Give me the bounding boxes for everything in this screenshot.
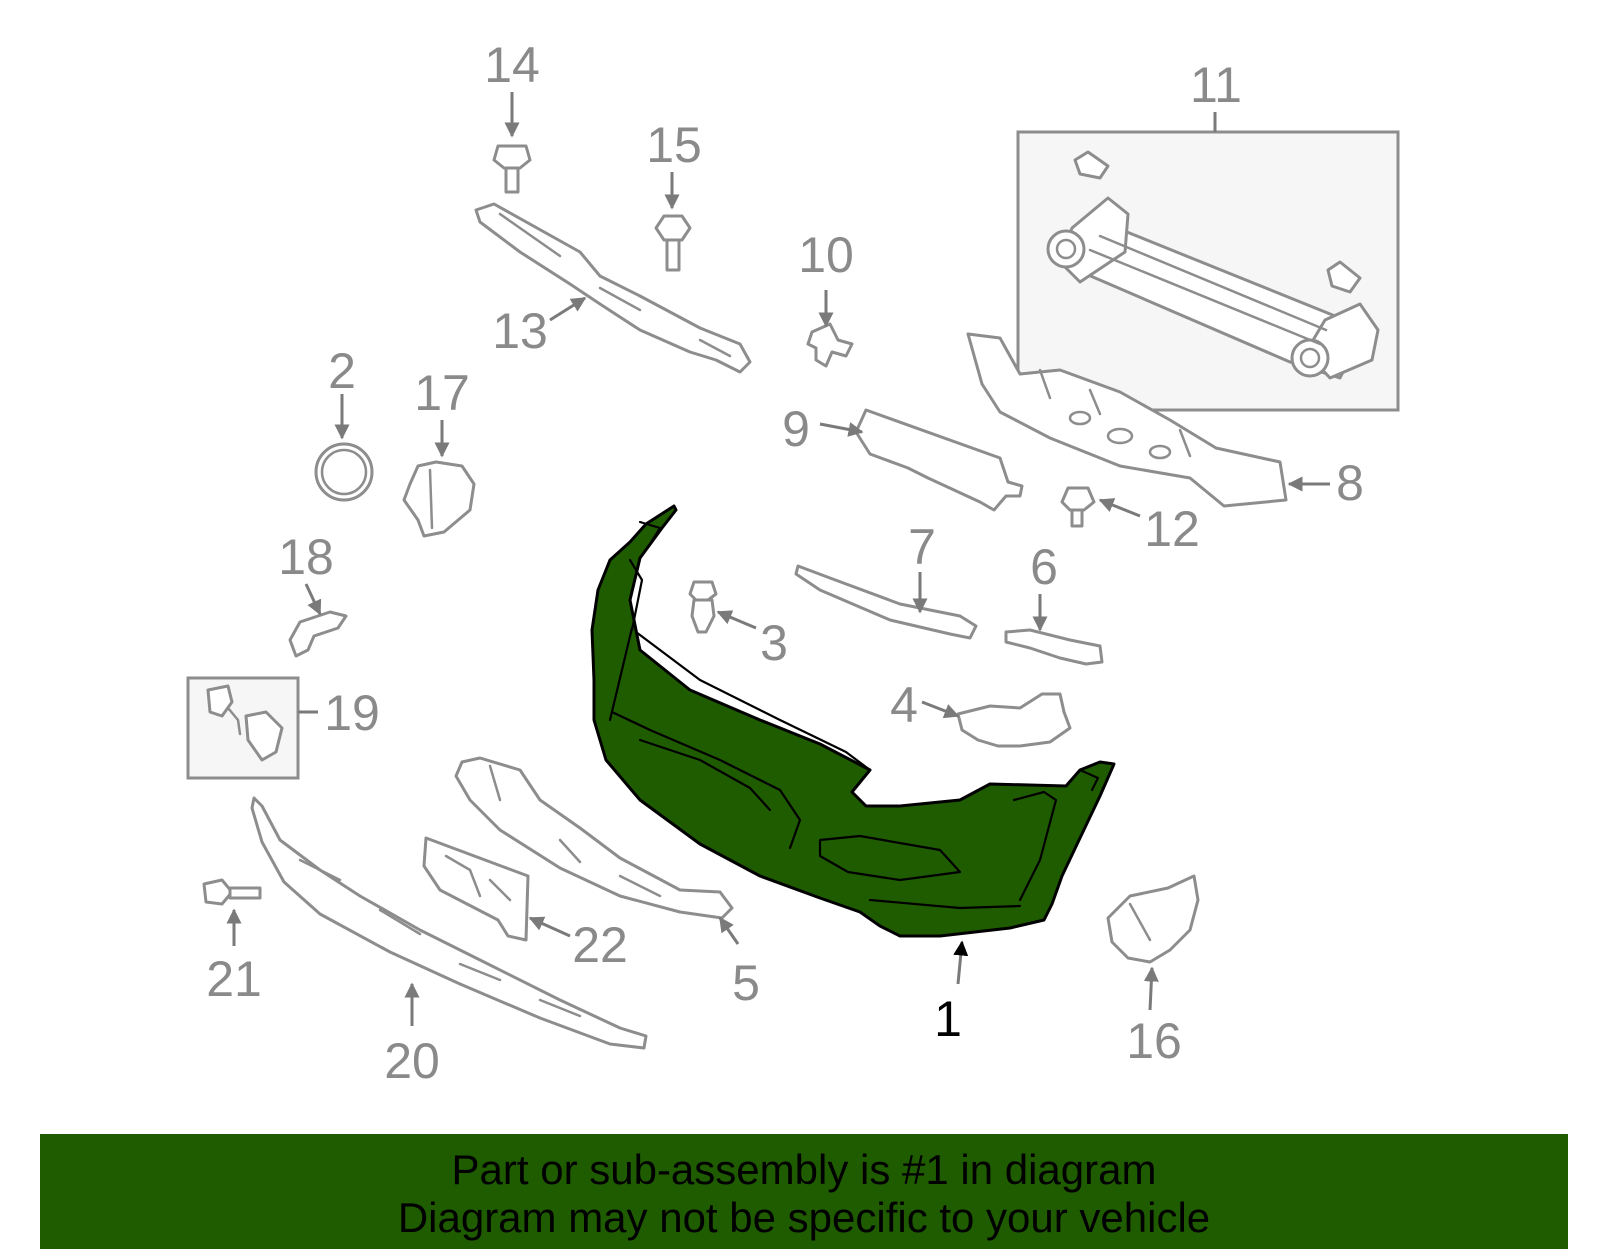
part-15-bolt[interactable]	[654, 214, 692, 272]
callout-10: 10	[798, 227, 854, 283]
part-21-bolt[interactable]	[202, 878, 262, 906]
callout-17: 17	[414, 365, 470, 421]
callout-22: 22	[572, 917, 628, 973]
part-14-bolt[interactable]	[492, 144, 532, 194]
part-12-clip[interactable]	[1060, 486, 1096, 528]
callout-16: 16	[1126, 1013, 1182, 1069]
callout-6: 6	[1030, 539, 1058, 595]
callout-19: 19	[324, 685, 380, 741]
callout-4: 4	[890, 677, 918, 733]
part-1-bumper-cover[interactable]	[590, 504, 1116, 938]
part-11-reinforcement[interactable]	[1016, 130, 1400, 412]
banner-line-part-info: Part or sub-assembly is #1 in diagram	[451, 1146, 1157, 1193]
callout-2: 2	[328, 343, 356, 399]
part-20-grille-strip[interactable]	[250, 796, 648, 1050]
banner-line-disclaimer: Diagram may not be specific to your vehi…	[397, 1194, 1211, 1241]
callout-1: 1	[934, 991, 962, 1047]
part-4-bracket[interactable]	[956, 692, 1072, 748]
callout-18: 18	[278, 529, 334, 585]
part-6-bracket[interactable]	[1004, 628, 1104, 666]
callout-3: 3	[760, 615, 788, 671]
part-16-bracket[interactable]	[1106, 874, 1200, 964]
callout-20: 20	[384, 1033, 440, 1089]
part-9-absorber[interactable]	[854, 408, 1024, 512]
callout-14: 14	[484, 37, 540, 93]
callout-15: 15	[646, 117, 702, 173]
part-8-absorber[interactable]	[966, 332, 1288, 508]
part-5-lower-bracket[interactable]	[454, 756, 734, 920]
callout-5: 5	[732, 955, 760, 1011]
callout-12: 12	[1144, 501, 1200, 557]
callout-21: 21	[206, 951, 262, 1007]
part-2-grommet[interactable]	[314, 442, 374, 502]
callout-8: 8	[1336, 455, 1364, 511]
part-19-bracket-set[interactable]	[186, 676, 300, 780]
info-banner: Part or sub-assembly is #1 in diagram Di…	[40, 1134, 1568, 1249]
callout-9: 9	[782, 401, 810, 457]
callout-13: 13	[492, 303, 548, 359]
part-7-strip[interactable]	[794, 564, 978, 640]
callout-7: 7	[908, 519, 936, 575]
part-3-clip[interactable]	[688, 580, 718, 634]
part-10-bracket[interactable]	[806, 322, 854, 368]
part-13-upper-support[interactable]	[474, 202, 752, 374]
part-18-clip[interactable]	[288, 610, 348, 658]
part-17-bracket[interactable]	[402, 460, 476, 538]
callout-11: 11	[1190, 57, 1242, 113]
part-22-license-bracket[interactable]	[422, 836, 530, 942]
